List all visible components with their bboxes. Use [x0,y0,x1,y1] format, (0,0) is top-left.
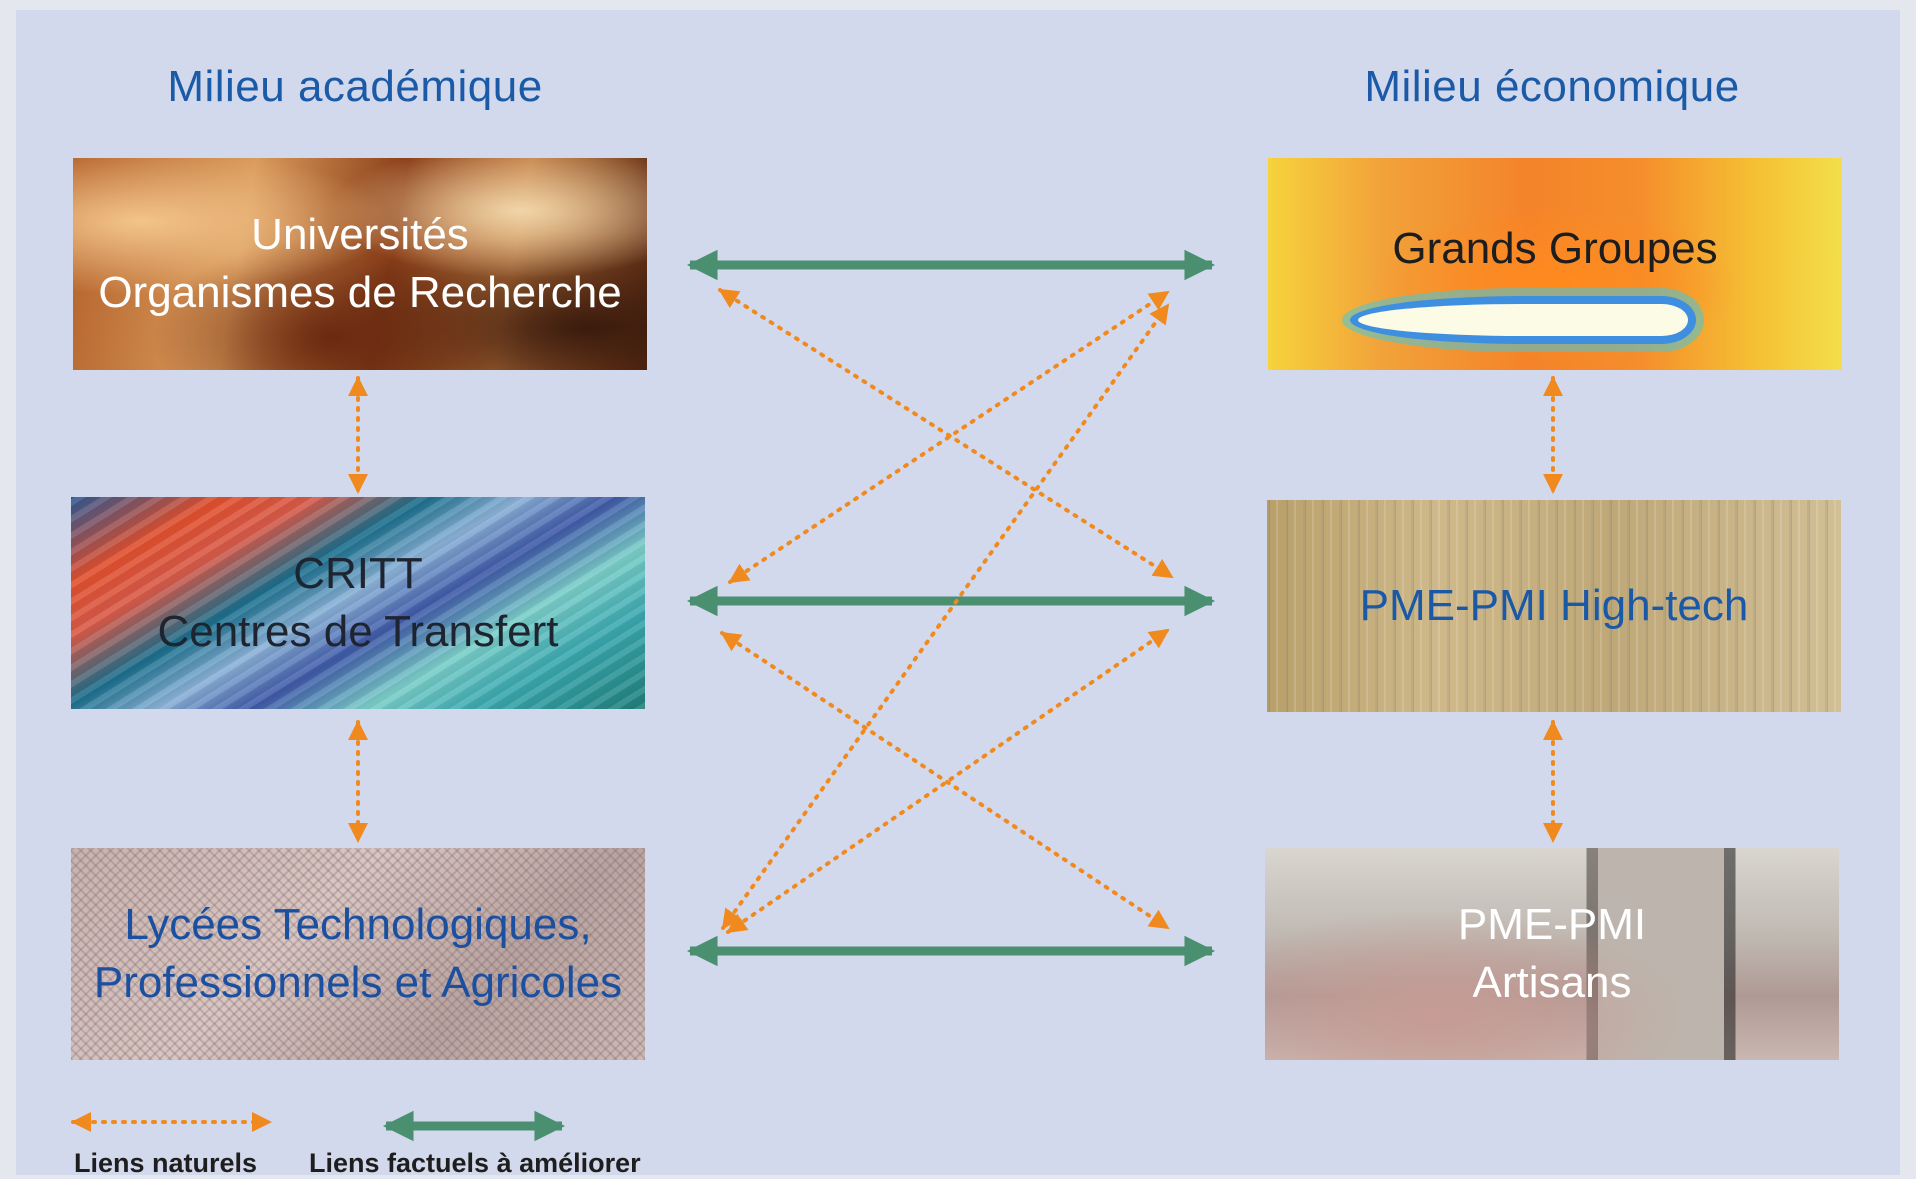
box-pme-artisans-label: PME-PMI Artisans [1458,896,1646,1012]
label-line: Grands Groupes [1392,224,1718,273]
label-line: Centres de Transfert [157,607,559,656]
airfoil-image [1358,304,1688,336]
label-line: PME-PMI [1457,900,1647,949]
label-line: Artisans [1472,958,1632,1007]
label-line: PME-PMI High-tech [1359,581,1749,630]
label-line: Professionnels et Agricoles [93,958,623,1007]
box-pme-artisans: PME-PMI Artisans [1265,848,1839,1060]
label-line: Universités [251,210,469,259]
box-pme-high-tech-label: PME-PMI High-tech [1360,577,1749,635]
box-lycees: Lycées Technologiques, Professionnels et… [71,848,645,1060]
label-line: Lycées Technologiques, [124,900,592,949]
label-line: CRITT [293,549,423,598]
box-grands-groupes: Grands Groupes [1268,158,1842,370]
box-critt: CRITT Centres de Transfert [71,497,645,709]
heading-academic: Milieu académique [167,62,543,111]
box-lycees-label: Lycées Technologiques, Professionnels et… [94,896,622,1012]
box-universites-label: Universités Organismes de Recherche [98,206,621,322]
box-pme-high-tech: PME-PMI High-tech [1267,500,1841,712]
heading-economic: Milieu économique [1364,62,1740,111]
box-critt-label: CRITT Centres de Transfert [157,545,558,661]
box-grands-groupes-label: Grands Groupes [1392,220,1717,278]
legend-natural-label: Liens naturels [74,1148,258,1178]
label-line: Organismes de Recherche [98,268,622,317]
legend-factual-label: Liens factuels à améliorer [309,1148,641,1178]
box-universites: Universités Organismes de Recherche [73,158,647,370]
